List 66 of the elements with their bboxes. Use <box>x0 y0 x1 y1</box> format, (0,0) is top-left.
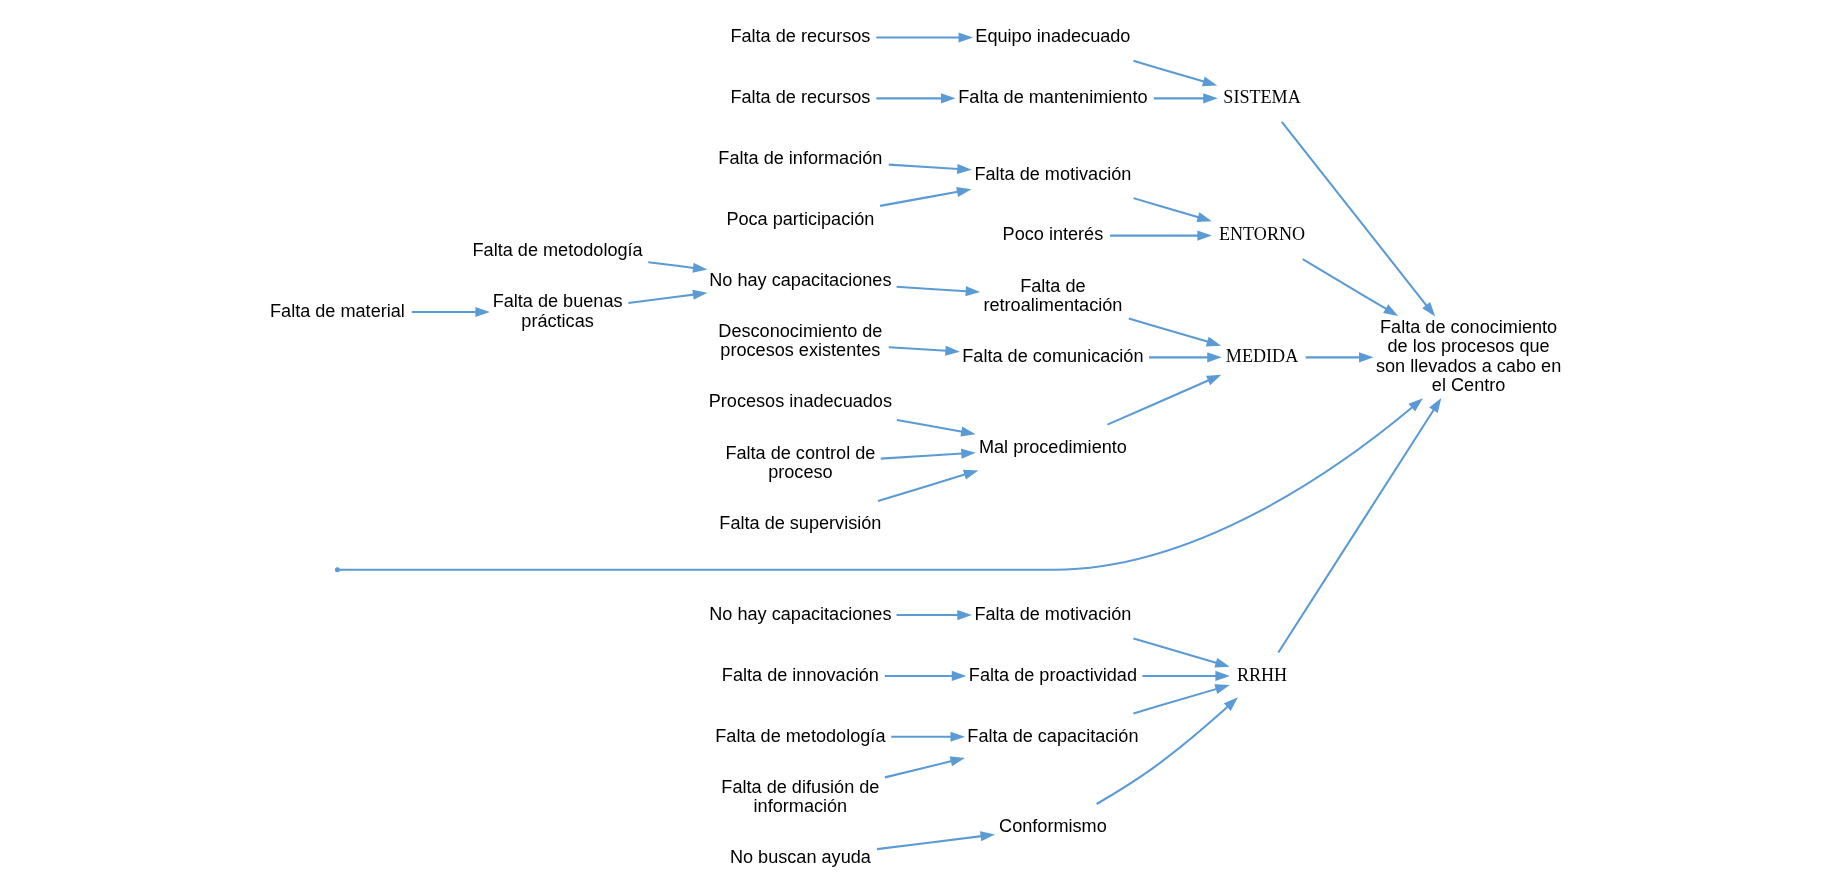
node-text: Falta de material <box>269 300 405 321</box>
node-text: Falta de información <box>717 147 882 168</box>
node-text: Poco interés <box>1002 223 1103 244</box>
node-text: Falta de metodología <box>472 239 643 260</box>
arrow <box>1132 59 1217 86</box>
node-text: SISTEMA <box>1222 86 1301 107</box>
arrow <box>1276 397 1441 653</box>
arrow <box>1141 670 1230 681</box>
node-text: Conformismo <box>998 815 1107 836</box>
arrow <box>890 731 965 742</box>
node-text: Falta de capacitación <box>966 725 1138 746</box>
node-text: No buscan ayuda <box>729 846 871 867</box>
arrow <box>896 609 972 620</box>
arrow <box>1106 374 1221 426</box>
node-text: Falta de innovación <box>721 664 879 685</box>
arrow <box>1148 351 1222 362</box>
node-text: Falta de comunicación <box>961 345 1144 366</box>
node-text: Falta de mantenimiento <box>957 86 1148 107</box>
arrow <box>1128 316 1221 346</box>
node-text: Falta de conocimiento de los procesos que son llevados a cabo en el Centro <box>1375 316 1561 395</box>
node-text: Falta de proactividad <box>968 664 1137 685</box>
arrow <box>880 448 976 460</box>
arrow <box>1305 351 1374 362</box>
node-text: Procesos inadecuados <box>708 390 892 411</box>
node-text: Falta de metodología <box>714 725 885 746</box>
node-text: MEDIDA <box>1225 345 1298 366</box>
arrow <box>1109 230 1212 241</box>
arrow <box>1301 257 1398 316</box>
arrow <box>884 755 965 778</box>
node-text: Desconocimiento de procesos existentes <box>717 320 882 360</box>
arrow <box>888 163 972 174</box>
arrow <box>1132 683 1230 714</box>
node-text: Falta de control de proceso <box>724 442 875 482</box>
arrow <box>896 418 976 437</box>
node-text: Falta de motivación <box>973 603 1131 624</box>
arrow <box>877 469 978 502</box>
arrow <box>411 306 490 317</box>
node-text: Falta de buenas prácticas <box>492 290 623 331</box>
node-text: ENTORNO <box>1218 223 1305 244</box>
node-text: Falta de supervisión <box>718 512 881 533</box>
node-text: No hay capacitaciones <box>708 603 891 624</box>
arrow <box>895 285 980 296</box>
arrow <box>875 31 973 43</box>
arrow <box>884 670 966 681</box>
arrow <box>879 186 971 207</box>
arrow <box>1095 696 1238 805</box>
node-text: Falta de motivación <box>973 163 1131 184</box>
node-text: Poca participación <box>725 208 874 229</box>
node-text: No hay capacitaciones <box>708 269 891 290</box>
arrow <box>1280 120 1435 317</box>
node-text: Falta de retroalimentación <box>982 275 1122 315</box>
node-text: Equipo inadecuado <box>974 25 1130 46</box>
node-text: Falta de recursos <box>729 25 870 46</box>
arrow <box>647 260 707 273</box>
node-text: Falta de difusión de información <box>720 776 879 816</box>
arrow <box>876 830 995 850</box>
arrow <box>1132 196 1212 222</box>
arrow <box>1132 636 1230 668</box>
arrow <box>338 397 1423 571</box>
arrow <box>875 92 956 103</box>
node-text: RRHH <box>1236 664 1287 685</box>
arrow <box>627 289 707 304</box>
node-text: Falta de recursos <box>729 86 870 107</box>
arrow <box>888 345 960 356</box>
arrow <box>1153 92 1218 103</box>
node-text: Mal procedimiento <box>978 436 1127 457</box>
